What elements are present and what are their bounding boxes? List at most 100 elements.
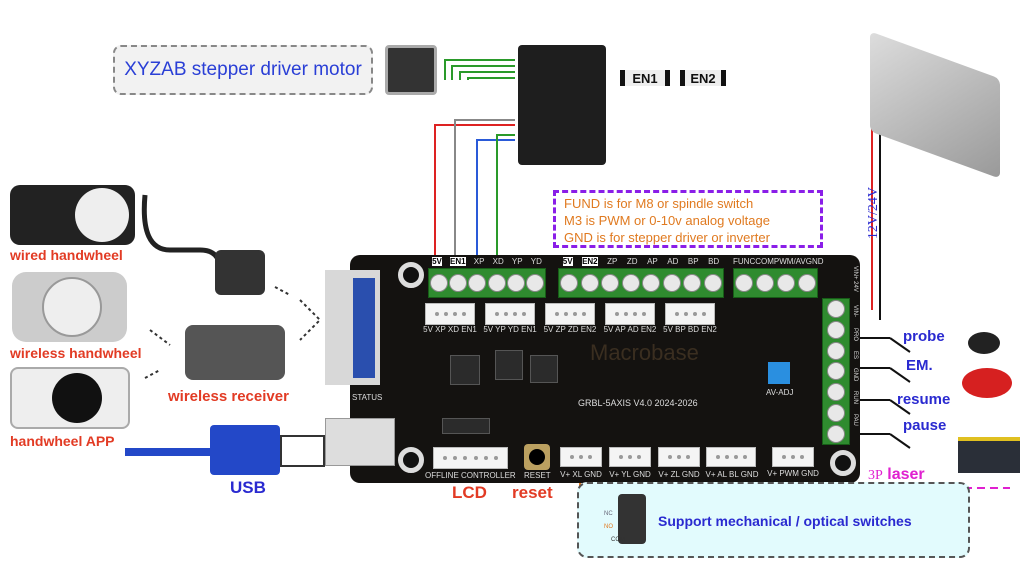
jst-label: V+ YL GND [609, 470, 651, 479]
mount-hole [398, 262, 424, 288]
jst-label: V+ ZL GND [658, 470, 700, 479]
terminal-label: AD [667, 257, 679, 266]
mcu-chip [450, 355, 480, 385]
handwheel-app-label: handwheel APP [10, 433, 115, 449]
wired-handwheel-image [10, 185, 135, 245]
terminal-label: XD [492, 257, 504, 266]
jst-connector[interactable] [425, 303, 475, 325]
jst-label: V+ XL GND [560, 470, 602, 479]
terminal-label: YD [530, 257, 542, 266]
av-adj-label: AV-ADJ [766, 388, 794, 397]
wireless-receiver-image [185, 325, 285, 380]
no-label: NO [604, 524, 613, 530]
func-note-box: FUND is for M8 or spindle switch M3 is P… [553, 190, 823, 248]
jst-label: V+ AL BL GND [705, 470, 759, 479]
usb-port[interactable] [325, 418, 395, 466]
jst-connector[interactable] [665, 303, 715, 325]
laser-text: laser [887, 466, 925, 483]
terminal-label: VIN+ 24V [852, 266, 858, 292]
resume-label: resume [897, 391, 951, 408]
board-version: GRBL-5AXIS V4.0 2024-2026 [578, 398, 698, 408]
wch-chip [442, 418, 490, 434]
driver-chip [495, 350, 523, 380]
note-line: M3 is PWM or 0-10v analog voltage [564, 213, 770, 228]
terminal-block-power-inputs[interactable] [822, 298, 850, 445]
mount-hole [398, 447, 424, 473]
reset-label: reset [512, 483, 553, 502]
terminal-label: VIN- [852, 305, 858, 317]
terminal-label: PRO [852, 328, 858, 342]
laser-pwm-connector[interactable] [772, 447, 814, 467]
terminal-block-xy[interactable] [428, 268, 546, 298]
terminal-label: ES [852, 351, 858, 360]
analog-adjust-pot[interactable] [768, 362, 790, 384]
terminal-label: FUNC [733, 257, 756, 266]
wireless-receiver-label: wireless receiver [168, 388, 289, 405]
usb-plug-image [210, 425, 280, 475]
reset-button[interactable] [524, 444, 550, 470]
brand-watermark: Macrobase [590, 340, 699, 365]
power-voltage-label: 12V/24V [866, 186, 882, 240]
jst-connector[interactable] [485, 303, 535, 325]
switch-support-text: Support mechanical / optical switches [658, 513, 912, 529]
jst-connector[interactable] [545, 303, 595, 325]
limit-ab-connector[interactable] [706, 447, 756, 467]
limit-z-connector[interactable] [658, 447, 700, 467]
lcd-label: LCD [452, 483, 487, 502]
terminal-label: ZD [626, 257, 638, 266]
terminal-label: BP [687, 257, 699, 266]
jst-label: 5V BP BD EN2 [663, 325, 717, 334]
jst-row-axes: 5V XP XD EN1 5V YP YD EN1 5V ZP ZD EN2 5… [422, 303, 718, 334]
probe-image [968, 332, 1000, 354]
usb-tip-image [280, 435, 325, 467]
terminal-block-zab[interactable] [558, 268, 724, 298]
db15-port[interactable] [325, 270, 380, 385]
laser-label: 3P laser [868, 466, 925, 484]
wireless-handwheel-label: wireless handwheel [10, 345, 142, 361]
com-label: COM [611, 537, 625, 543]
stepper-driver-image [518, 45, 606, 165]
terminal-block-spindle[interactable] [733, 268, 818, 298]
estop-button-image [962, 368, 1012, 398]
driver-chip [530, 355, 558, 383]
pause-label: pause [903, 417, 947, 434]
laser-prefix: 3P [868, 468, 883, 483]
note-line: GND is for stepper driver or inverter [564, 230, 770, 245]
terminal-label: YP [511, 257, 523, 266]
offline-controller-connector[interactable] [433, 447, 508, 469]
reset-silk-label: RESET [524, 471, 551, 480]
usb-label: USB [230, 478, 266, 497]
mount-hole [830, 450, 856, 476]
jst-connector[interactable] [605, 303, 655, 325]
terminal-label: ZP [607, 257, 618, 266]
terminal-label: XP [473, 257, 485, 266]
estop-label: EM. [906, 357, 933, 374]
terminal-label: AP [647, 257, 658, 266]
stepper-driver-motor-label: XYZAB stepper driver motor [113, 45, 373, 95]
limit-x-connector[interactable] [560, 447, 602, 467]
jst-label: 5V YP YD EN1 [483, 325, 537, 334]
limit-y-connector[interactable] [609, 447, 651, 467]
nc-label: NC [604, 511, 613, 517]
wired-handwheel-label: wired handwheel [10, 247, 123, 263]
probe-label: probe [903, 328, 945, 345]
stepper-motor-image [385, 45, 437, 95]
terminal-label: COM [755, 257, 774, 266]
phone-app-image [10, 367, 130, 429]
jst-label: 5V XP XD EN1 [423, 325, 477, 334]
status-led-label: STATUS [352, 393, 383, 402]
jst-label: 5V AP AD EN2 [603, 325, 657, 334]
terminal-label: 5V [432, 257, 442, 266]
microswitch-image [618, 494, 646, 544]
terminal-label: GND [852, 368, 858, 382]
jst-label: 5V ZP ZD EN2 [543, 325, 597, 334]
jst-label: V+ PWM GND [767, 469, 819, 478]
note-line: FUND is for M8 or spindle switch [564, 196, 754, 211]
wireless-handwheel-image [12, 272, 127, 342]
terminal-label: PWM/AV [773, 257, 806, 266]
terminal-label: PAU [852, 414, 858, 426]
terminal-label: GND [805, 257, 824, 266]
terminal-label: RUN [852, 391, 858, 404]
